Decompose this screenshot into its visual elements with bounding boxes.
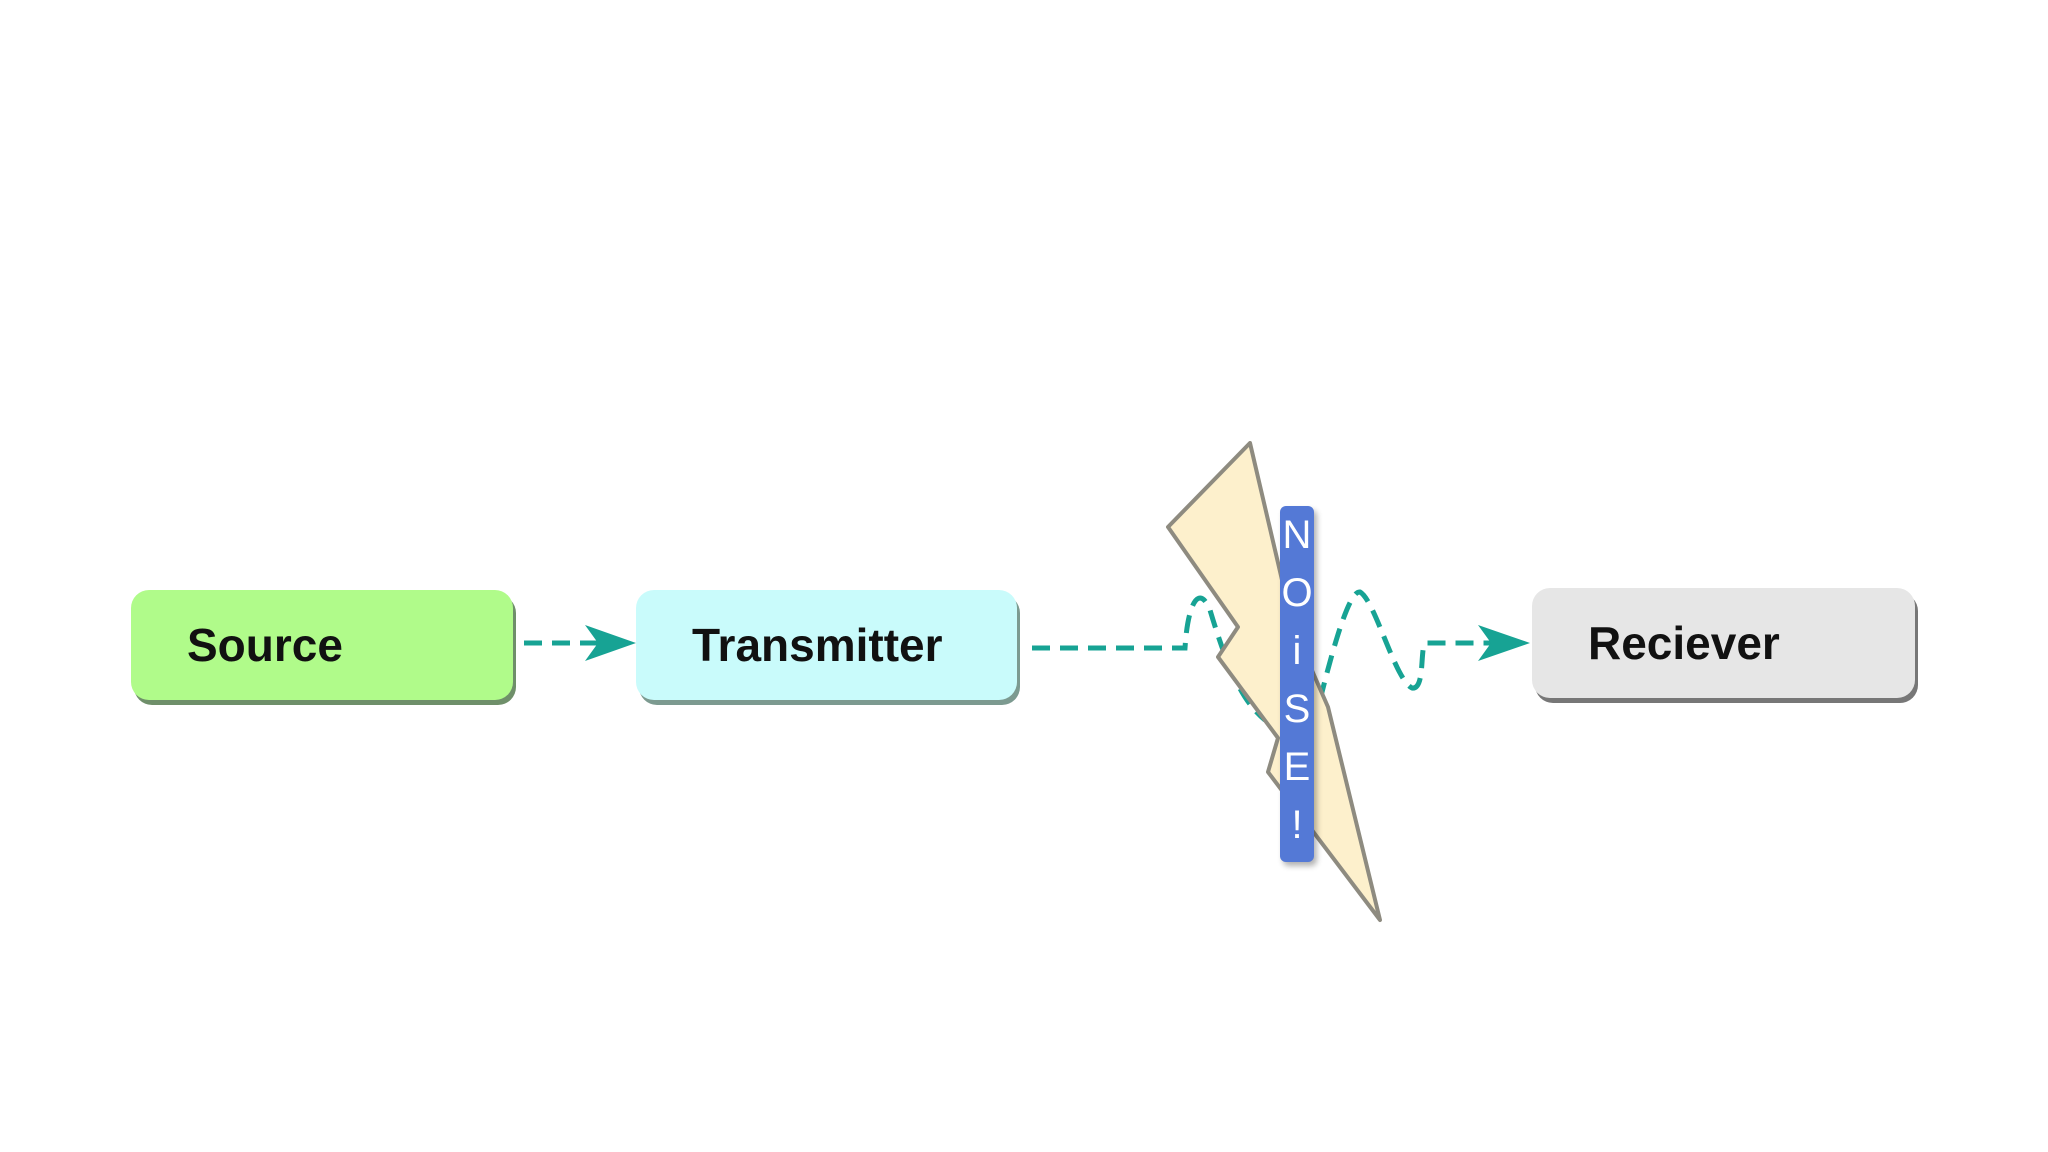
transmitter-node: Transmitter: [636, 590, 1017, 700]
arrowhead-2: [1478, 625, 1530, 661]
noise-letter: i: [1292, 629, 1302, 673]
source-node: Source: [131, 590, 513, 700]
noise-letter: O: [1281, 571, 1313, 615]
signal-wave: [1032, 589, 1500, 722]
receiver-node: Reciever: [1532, 588, 1915, 698]
noise-letter: !: [1291, 803, 1303, 847]
receiver-label: Reciever: [1588, 617, 1780, 669]
transmitter-label: Transmitter: [692, 619, 943, 671]
noise-letter: E: [1283, 745, 1311, 789]
noise-letter: N: [1282, 513, 1312, 557]
arrowhead-1: [585, 625, 636, 661]
noise-letter: S: [1283, 687, 1311, 731]
noise-label: N O i S E !: [1280, 506, 1314, 862]
lightning-bolt-icon: [1166, 441, 1382, 922]
source-label: Source: [187, 619, 343, 671]
